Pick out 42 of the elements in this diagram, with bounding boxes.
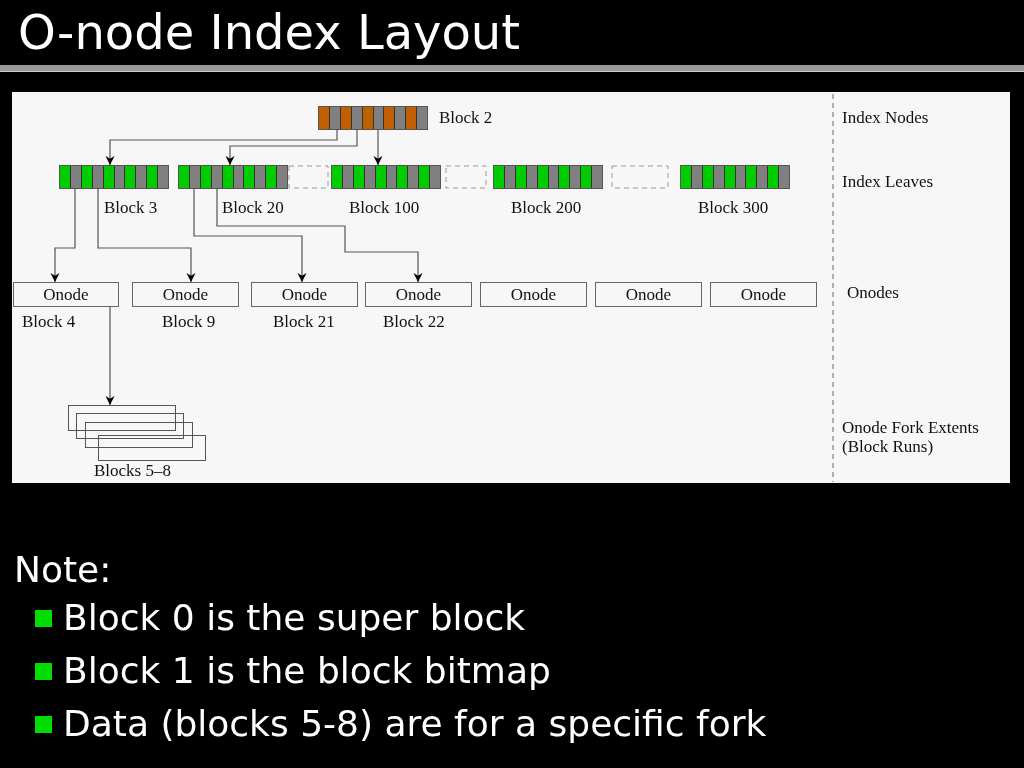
block-label: Block 4 bbox=[22, 312, 76, 332]
row-label: Onode Fork Extents (Block Runs) bbox=[842, 418, 980, 456]
block-run-stack bbox=[68, 405, 206, 461]
onode-box: Onode bbox=[132, 282, 239, 307]
bullet-text: Block 1 is the block bitmap bbox=[63, 649, 551, 693]
block-bar bbox=[318, 106, 428, 130]
block-label: Block 21 bbox=[273, 312, 335, 332]
block-label: Block 20 bbox=[222, 198, 284, 218]
row-label: Index Nodes bbox=[842, 108, 929, 128]
arrow bbox=[105, 129, 338, 166]
onode-box: Onode bbox=[595, 282, 702, 307]
onode-box: Onode bbox=[13, 282, 119, 307]
onode-box: Onode bbox=[710, 282, 817, 307]
arrow bbox=[225, 129, 358, 166]
block-label: Block 3 bbox=[104, 198, 158, 218]
arrow bbox=[50, 188, 76, 283]
block-label: Block 200 bbox=[511, 198, 582, 218]
block-label: Block 300 bbox=[698, 198, 769, 218]
bullet-text: Data (blocks 5-8) are for a specific fork bbox=[63, 702, 767, 746]
slide-title: O-node Index Layout bbox=[18, 4, 521, 60]
block-bar bbox=[331, 165, 441, 189]
block-label: Block 22 bbox=[383, 312, 445, 332]
row-label: Index Leaves bbox=[842, 172, 934, 192]
onode-box: Onode bbox=[251, 282, 358, 307]
block-label: Block 9 bbox=[162, 312, 216, 332]
arrow bbox=[373, 129, 383, 166]
onode-box: Onode bbox=[365, 282, 472, 307]
arrow bbox=[216, 188, 423, 283]
arrow bbox=[193, 188, 307, 283]
block-bar bbox=[680, 165, 790, 189]
block-label: Block 100 bbox=[349, 198, 420, 218]
arrow bbox=[105, 306, 115, 406]
arrow bbox=[97, 188, 196, 283]
row-label: Onodes bbox=[847, 283, 899, 303]
block-bar bbox=[493, 165, 603, 189]
note-heading: Note: bbox=[14, 548, 112, 592]
block-bar bbox=[59, 165, 169, 189]
block-label: Block 2 bbox=[439, 108, 493, 128]
block-bar bbox=[178, 165, 288, 189]
bullet-text: Block 0 is the super block bbox=[63, 596, 526, 640]
onode-box: Onode bbox=[480, 282, 587, 307]
block-label: Blocks 5–8 bbox=[94, 461, 171, 481]
